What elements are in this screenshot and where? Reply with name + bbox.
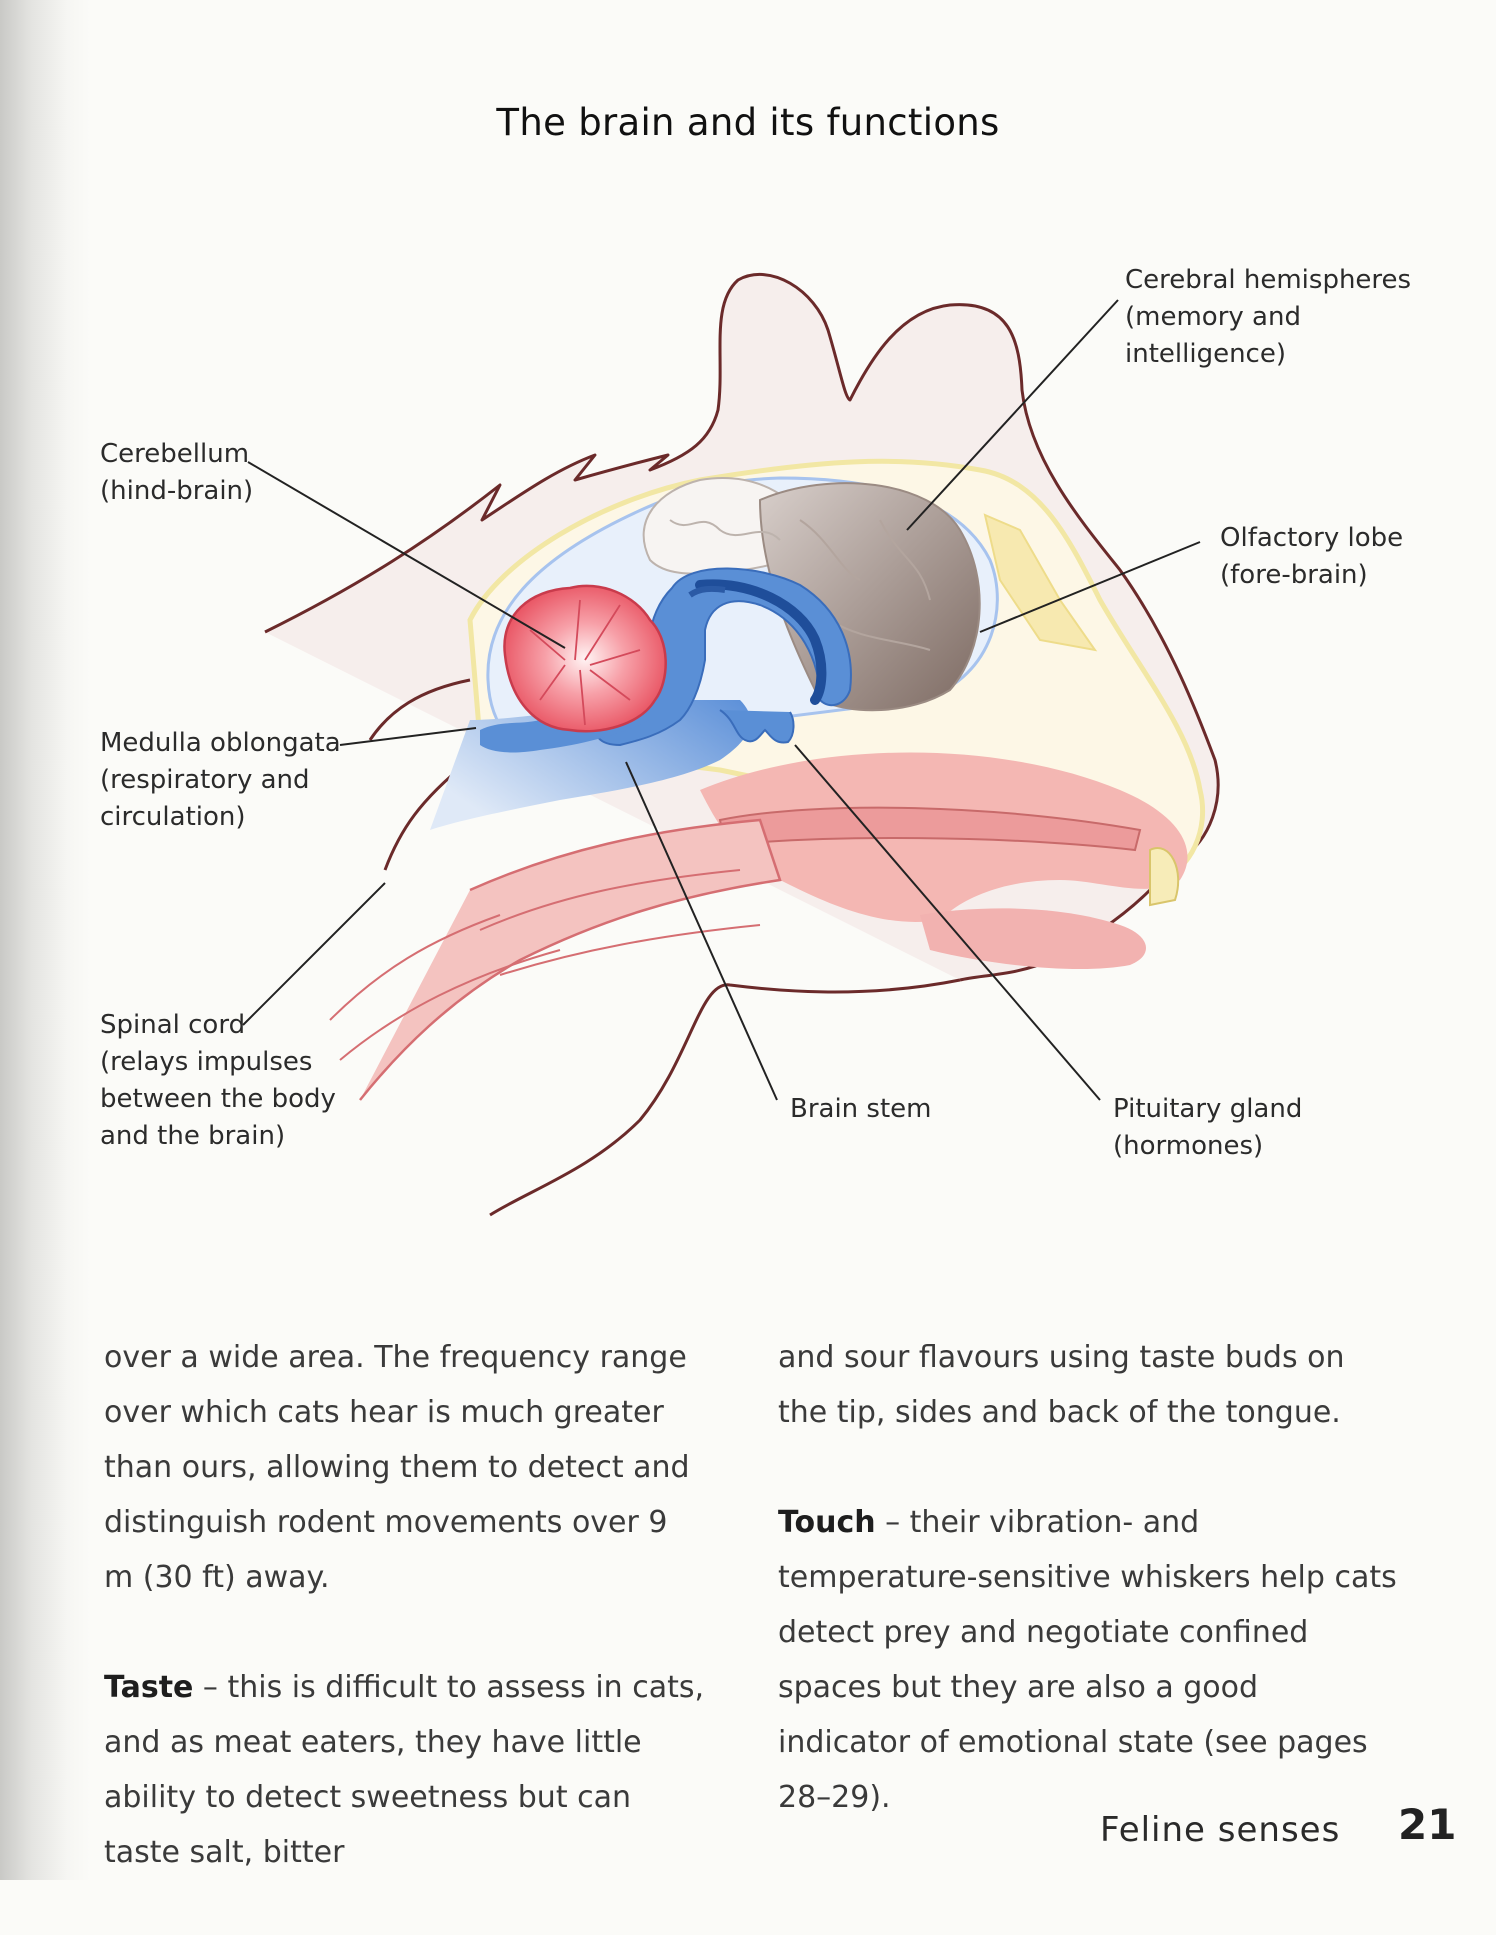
- teeth: [1149, 847, 1180, 907]
- paragraph-taste: Taste – this is difficult to assess in c…: [104, 1660, 704, 1880]
- nasal-bones: [983, 513, 1098, 652]
- text-column-left: over a wide area. The frequency range ov…: [104, 1330, 704, 1935]
- leader-medulla: [339, 727, 477, 746]
- label-line: Brain stem: [790, 1094, 932, 1124]
- leader-olfactory: [979, 541, 1201, 633]
- label-brain-stem: Brain stem: [790, 1091, 932, 1128]
- label-line: Cerebral hemispheres: [1125, 265, 1412, 295]
- cerebellum: [503, 584, 667, 733]
- label-line: (memory and: [1125, 302, 1301, 332]
- taste-heading: Taste: [104, 1670, 194, 1705]
- label-pituitary-gland: Pituitary gland (hormones): [1113, 1091, 1302, 1165]
- paragraph-taste-cont: and sour flavours using taste buds on th…: [778, 1340, 1345, 1430]
- back-outline: [368, 678, 471, 741]
- label-line: circulation): [100, 802, 246, 832]
- leader-pituitary: [794, 744, 1101, 1101]
- touch-heading: Touch: [778, 1505, 876, 1540]
- footer-section-title: Feline senses: [1100, 1810, 1341, 1850]
- label-cerebellum: Cerebellum (hind-brain): [100, 436, 253, 510]
- leader-spinal: [242, 882, 386, 1026]
- label-line: between the body: [100, 1084, 336, 1114]
- label-line: Spinal cord: [100, 1010, 246, 1040]
- label-line: Olfactory lobe: [1220, 523, 1404, 553]
- cat-brain-diagram: [242, 273, 1220, 1217]
- label-line: and the brain): [100, 1121, 286, 1151]
- label-spinal-cord: Spinal cord (relays impulses between the…: [100, 1007, 336, 1155]
- label-line: Pituitary gland: [1113, 1094, 1303, 1124]
- tongue: [718, 806, 1142, 852]
- page-number: 21: [1398, 1800, 1457, 1849]
- lower-jaw: [920, 908, 1147, 970]
- label-olfactory-lobe: Olfactory lobe (fore-brain): [1220, 520, 1403, 594]
- leader-lines: [242, 299, 1201, 1101]
- label-line: (respiratory and: [100, 765, 310, 795]
- paragraph-touch: Touch – their vibration- and temperature…: [778, 1495, 1398, 1825]
- page-gutter-shadow: [0, 0, 90, 1880]
- throat-tubes: [359, 818, 782, 1101]
- label-line: (fore-brain): [1220, 560, 1368, 590]
- pons: [719, 709, 795, 744]
- label-line: intelligence): [1125, 339, 1286, 369]
- leader-cerebral: [906, 299, 1119, 531]
- leader-brainstem: [625, 761, 778, 1101]
- label-line: (hormones): [1113, 1131, 1264, 1161]
- text-column-right: and sour flavours using taste buds on th…: [778, 1330, 1398, 1880]
- label-line: Cerebellum: [100, 439, 250, 469]
- label-cerebral-hemispheres: Cerebral hemispheres (memory and intelli…: [1125, 262, 1411, 373]
- leader-cerebellum: [247, 461, 566, 649]
- taste-body: – this is difficult to assess in cats, a…: [104, 1670, 705, 1870]
- label-line: (hind-brain): [100, 476, 254, 506]
- label-line: (relays impulses: [100, 1047, 313, 1077]
- label-line: Medulla oblongata: [100, 728, 341, 758]
- neck-outline: [489, 978, 961, 1217]
- page-title: The brain and its functions: [496, 100, 1000, 144]
- label-medulla-oblongata: Medulla oblongata (respiratory and circu…: [100, 725, 341, 836]
- paragraph-hearing: over a wide area. The frequency range ov…: [104, 1340, 690, 1595]
- touch-body: – their vibration- and temperature-sensi…: [778, 1505, 1397, 1815]
